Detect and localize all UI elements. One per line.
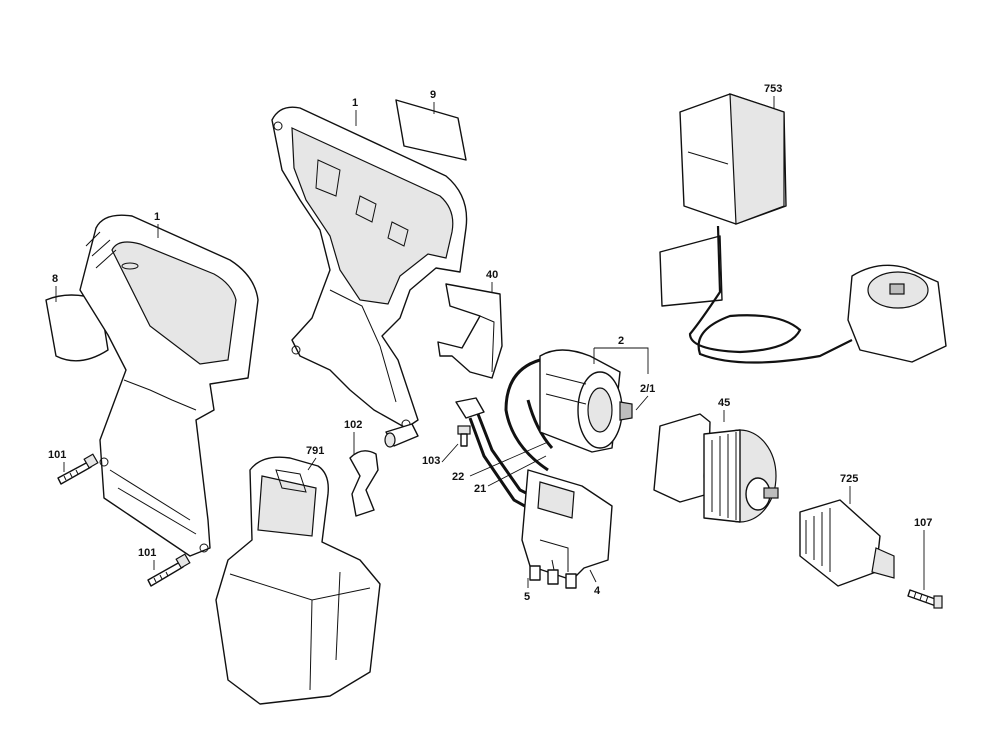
callout-2-1: 2/1 [640,383,655,395]
post-near-103 [384,423,419,448]
callout-45: 45 [718,397,730,409]
leader-lines [55,96,925,590]
callout-753: 753 [764,83,782,95]
callout-1-right: 1 [352,97,358,109]
callout-2: 2 [618,335,624,347]
callout-22: 22 [452,471,464,483]
bracket-40 [437,283,503,379]
callout-107: 107 [914,517,932,529]
callout-101-top: 101 [48,449,66,461]
screw-103 [457,425,471,447]
callout-5: 5 [524,591,530,603]
callout-21: 21 [474,483,486,495]
callout-4: 4 [594,585,601,597]
screw-107 [907,589,943,609]
callout-791: 791 [306,445,324,457]
switch-assembly [521,469,613,589]
gearbox-45 [653,413,779,523]
callout-102: 102 [344,419,362,431]
callout-1-left: 1 [154,211,160,223]
battery-pack-791 [215,456,381,705]
charger-753 [659,93,947,364]
callout-labels: 1 9 1 8 101 101 102 103 40 791 22 21 2 2… [48,83,932,603]
callout-8: 8 [52,273,58,285]
clip-102 [349,450,379,517]
callout-101-bottom: 101 [138,547,156,559]
callout-103: 103 [422,455,440,467]
motor-2 [539,349,633,453]
label-plate-8 [45,294,109,362]
callout-40: 40 [486,269,498,281]
label-plate-9 [395,99,467,161]
callout-725: 725 [840,473,858,485]
housing-half-left [79,214,259,557]
chuck-725 [799,499,895,587]
callout-9: 9 [430,89,436,101]
screw-101-bottom [147,553,191,587]
screw-101-top [57,453,99,485]
housing-half-right [271,106,468,429]
